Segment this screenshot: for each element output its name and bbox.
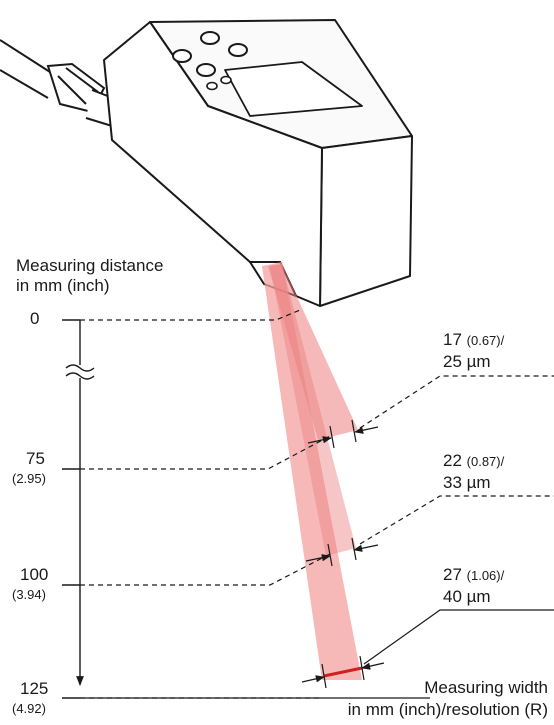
dimension-arrow	[301, 426, 385, 683]
width-3-res: 40 µm	[443, 587, 491, 606]
sensor-cable	[0, 39, 120, 128]
tick-75-mm: 75	[26, 449, 45, 468]
axis-title-line1: Measuring distance	[16, 256, 164, 275]
footer-line1: Measuring width	[424, 678, 548, 697]
width-2-mm: 22	[443, 451, 462, 470]
tick-125-mm: 125	[20, 679, 49, 698]
tick-100-mm: 100	[20, 565, 49, 584]
width-label-3: 27 (1.06)/	[443, 565, 504, 586]
tick-100-inch: (3.94)	[12, 587, 46, 602]
laser-beam	[262, 262, 363, 680]
width-2-res: 33 µm	[443, 473, 491, 492]
width-2-inch: (0.87)/	[466, 454, 505, 469]
axis-title-line2: in mm (inch)	[16, 276, 110, 295]
tick-75-inch: (2.95)	[12, 471, 46, 486]
width-label-2: 22 (0.87)/	[443, 451, 504, 472]
width-label-1: 17 (0.67)/	[443, 330, 504, 351]
tick-125-inch: (4.92)	[12, 701, 46, 716]
footer-line2: in mm (inch)/resolution (R)	[347, 700, 548, 719]
tick-0-mm: 0	[30, 309, 40, 328]
width-3-inch: (1.06)/	[466, 568, 505, 583]
width-3-mm: 27	[443, 565, 462, 584]
sensor-device	[103, 19, 413, 307]
axis-break-symbol	[65, 364, 95, 380]
width-1-res: 25 µm	[443, 352, 491, 371]
width-1-inch: (0.67)/	[466, 333, 505, 348]
width-dimension-lines	[321, 375, 554, 689]
width-1-mm: 17	[443, 330, 462, 349]
measuring-axis	[62, 319, 84, 699]
